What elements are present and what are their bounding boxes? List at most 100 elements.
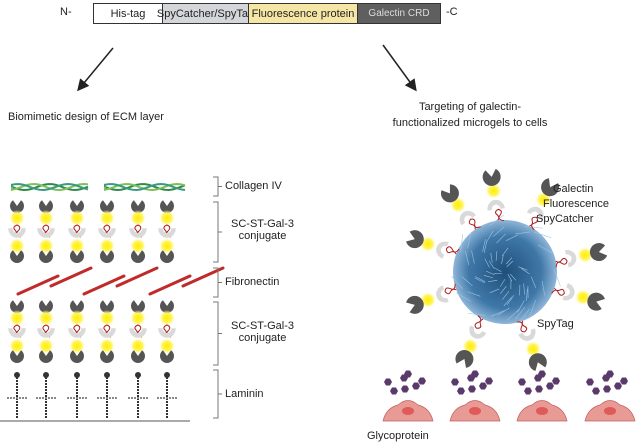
fluorescence-protein-icon bbox=[130, 210, 146, 226]
glycan-icon bbox=[603, 386, 611, 393]
fluorescence-protein-icon bbox=[159, 338, 175, 354]
glycan-icon bbox=[586, 379, 594, 386]
fluorescence-protein-icon bbox=[69, 238, 85, 254]
spycatcher-icon bbox=[68, 328, 86, 338]
fluorescence-protein-icon bbox=[99, 310, 115, 326]
spytag-icon bbox=[517, 320, 528, 334]
label-galectin: Galectin bbox=[553, 183, 593, 195]
spycatcher-icon bbox=[98, 328, 116, 338]
fluorescence-protein-icon bbox=[99, 338, 115, 354]
spycatcher-icon bbox=[565, 248, 578, 267]
glycan-icon bbox=[457, 388, 465, 395]
fluorescence-protein-icon bbox=[159, 210, 175, 226]
fluorescence-protein-icon bbox=[99, 238, 115, 254]
galectin-icon bbox=[529, 353, 547, 371]
glycan-icon bbox=[401, 386, 409, 393]
fluorescence-protein-icon bbox=[38, 238, 54, 254]
label-laminin: Laminin bbox=[225, 388, 264, 400]
galectin-icon bbox=[441, 184, 459, 202]
fluorescence-protein-icon bbox=[69, 310, 85, 326]
left-panel-title: Biomimetic design of ECM layer bbox=[8, 111, 164, 123]
spytag-icon bbox=[555, 258, 568, 267]
glycan-icon bbox=[524, 388, 532, 395]
glycan-icon bbox=[614, 383, 622, 390]
substrate-line bbox=[0, 420, 190, 422]
laminin-head bbox=[164, 372, 170, 378]
spytag-icon bbox=[444, 284, 458, 295]
glycan-icon bbox=[451, 379, 459, 386]
fluorescence-protein-icon bbox=[9, 310, 25, 326]
cell-nucleus bbox=[402, 407, 414, 415]
glycan-icon bbox=[535, 386, 543, 393]
glycan-icon bbox=[468, 386, 476, 393]
fluorescence-protein-icon bbox=[69, 210, 85, 226]
spycatcher-icon bbox=[486, 199, 505, 211]
glycan-icon bbox=[518, 379, 526, 386]
layer-bracket bbox=[213, 302, 222, 365]
label-fluorescence: Fluorescence bbox=[543, 198, 609, 210]
fluorescence-protein-icon bbox=[130, 338, 146, 354]
label-glycoprotein: Glycoprotein bbox=[367, 430, 429, 442]
spycatcher-icon bbox=[37, 228, 55, 238]
laminin-head bbox=[43, 372, 49, 378]
galectin-icon bbox=[406, 230, 424, 248]
glycan-icon bbox=[552, 378, 560, 385]
cell-nucleus bbox=[604, 407, 616, 415]
laminin-head bbox=[104, 372, 110, 378]
fluorescence-protein-icon bbox=[9, 238, 25, 254]
right-panel-title-line1: Targeting of galectin- bbox=[390, 101, 550, 113]
right-panel-title-line2: functionalized microgels to cells bbox=[370, 117, 570, 129]
glycan-icon bbox=[479, 383, 487, 390]
fluorescence-protein-icon bbox=[69, 338, 85, 354]
glycan-icon bbox=[418, 378, 426, 385]
layer-bracket bbox=[213, 370, 222, 418]
spycatcher-icon bbox=[129, 228, 147, 238]
label-fibronectin: Fibronectin bbox=[225, 276, 279, 288]
spycatcher-icon bbox=[158, 228, 176, 238]
fluorescence-protein-icon bbox=[38, 210, 54, 226]
fluorescence-protein-icon bbox=[159, 238, 175, 254]
fluorescence-protein-icon bbox=[9, 338, 25, 354]
spycatcher-icon bbox=[158, 328, 176, 338]
galectin-icon bbox=[406, 296, 424, 314]
laminin-head bbox=[14, 372, 20, 378]
glycan-icon bbox=[384, 379, 392, 386]
cell-nucleus bbox=[469, 407, 481, 415]
spycatcher-icon bbox=[129, 328, 147, 338]
glycan-icon bbox=[390, 388, 398, 395]
label-spycatcher: SpyCatcher bbox=[536, 213, 593, 225]
galectin-icon bbox=[455, 350, 473, 368]
layer-bracket bbox=[213, 202, 222, 262]
spycatcher-icon bbox=[8, 228, 26, 238]
spycatcher-icon bbox=[37, 328, 55, 338]
galectin-icon bbox=[483, 169, 501, 186]
galectin-icon bbox=[590, 243, 607, 261]
fluorescence-protein-icon bbox=[38, 338, 54, 354]
glycan-icon bbox=[412, 383, 420, 390]
fluorescence-protein-icon bbox=[130, 238, 146, 254]
fluorescence-protein-icon bbox=[99, 210, 115, 226]
arrow-left bbox=[79, 48, 113, 89]
label-conjugate-bottom: SC-ST-Gal-3 conjugate bbox=[225, 320, 300, 344]
spycatcher-icon bbox=[68, 228, 86, 238]
arrow-right bbox=[383, 45, 415, 89]
fluorescence-protein-icon bbox=[38, 310, 54, 326]
laminin-head bbox=[74, 372, 80, 378]
laminin-head bbox=[135, 372, 141, 378]
microgel bbox=[453, 220, 557, 324]
spycatcher-icon bbox=[98, 228, 116, 238]
label-collagen: Collagen IV bbox=[225, 180, 282, 192]
label-conjugate-top: SC-ST-Gal-3 conjugate bbox=[225, 218, 300, 242]
glycan-icon bbox=[620, 378, 628, 385]
spycatcher-icon bbox=[8, 328, 26, 338]
fluorescence-protein-icon bbox=[130, 310, 146, 326]
fluorescence-protein-icon bbox=[159, 310, 175, 326]
fluorescence-protein-icon bbox=[9, 210, 25, 226]
spytag-icon bbox=[495, 209, 504, 222]
glycan-icon bbox=[592, 388, 600, 395]
label-spytag: SpyTag bbox=[537, 318, 574, 330]
layer-bracket bbox=[213, 177, 222, 196]
glycan-icon bbox=[546, 383, 554, 390]
cell-nucleus bbox=[536, 407, 548, 415]
glycan-icon bbox=[485, 378, 493, 385]
